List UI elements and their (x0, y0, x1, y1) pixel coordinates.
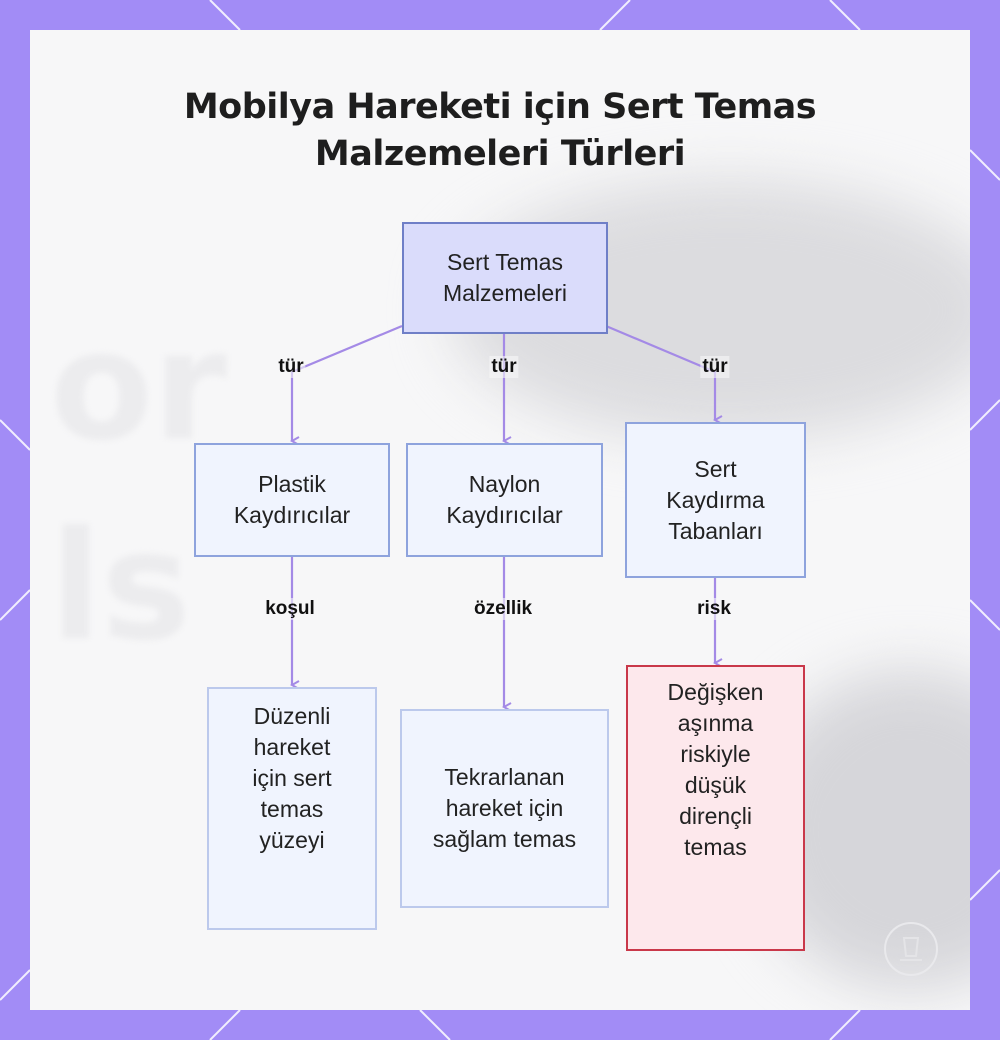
node-nylon-desc-label: Tekrarlanan hareket için sağlam temas (432, 764, 577, 852)
node-plastic-label: Plastik Kaydırıcılar (233, 471, 351, 528)
node-root-label: Sert Temas Malzemeleri (443, 249, 567, 306)
node-hard-base-label: Sert Kaydırma Tabanları (666, 455, 765, 544)
edge-label-hard-desc: risk (695, 598, 733, 620)
brand-logo (884, 922, 938, 976)
node-root: Sert Temas Malzemeleri (402, 222, 608, 334)
node-plastic: Plastik Kaydırıcılar (194, 443, 390, 557)
edge-root-plastic (292, 324, 403, 441)
edge-root-hard (605, 324, 715, 420)
edge-label-plastic-desc: koşul (263, 598, 317, 620)
title-line-1: Mobilya Hareketi için Sert Temas (183, 87, 817, 127)
background-watermark-b: ls (50, 500, 191, 674)
logo-icon (900, 937, 922, 961)
node-hard-desc: Değişken aşınma riskiyle düşük dirençli … (626, 665, 805, 951)
title-line-2: Malzemeleri Türleri (314, 134, 686, 174)
node-plastic-desc: Düzenli hareket için sert temas yüzeyi (207, 687, 377, 930)
node-nylon-label: Naylon Kaydırıcılar (446, 471, 563, 528)
edge-label-root-plastic: tür (276, 356, 306, 378)
edge-label-root-nylon: tür (489, 356, 519, 378)
node-nylon: Naylon Kaydırıcılar (406, 443, 603, 557)
node-hard-desc-label: Değişken aşınma riskiyle düşük dirençli … (667, 679, 764, 860)
node-plastic-desc-label: Düzenli hareket için sert temas yüzeyi (252, 703, 332, 853)
diagram-title: Mobilya Hareketi için Sert Temas Malzeme… (0, 84, 1000, 178)
node-nylon-desc: Tekrarlanan hareket için sağlam temas (400, 709, 609, 908)
node-hard-base: Sert Kaydırma Tabanları (625, 422, 806, 578)
edge-label-root-hard: tür (700, 356, 730, 378)
edge-label-nylon-desc: özellik (471, 598, 535, 620)
